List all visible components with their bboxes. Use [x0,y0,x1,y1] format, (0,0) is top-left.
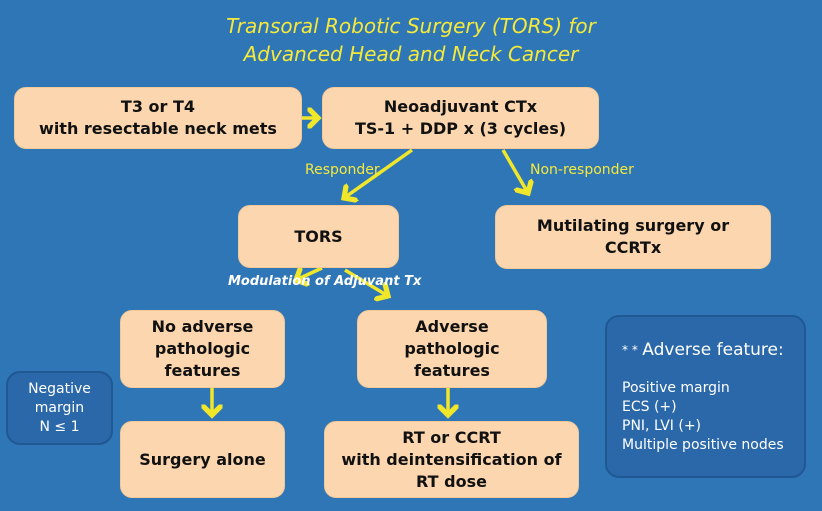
text: with resectable neck mets [39,119,277,138]
box-adverse: Adverse pathologic features [357,310,547,388]
list-item: PNI, LVI (+) [622,418,702,434]
adverse-feature-box: * * Adverse feature: Positive margin ECS… [605,315,806,478]
text: CCRTx [604,238,662,257]
text: RT or CCRT [402,427,501,447]
title-line-2: Advanced Head and Neck Cancer [243,42,579,66]
text: Mutilating surgery or [536,216,730,235]
adverse-feature-heading: Adverse feature: [642,340,784,360]
text: RT dose [416,471,487,491]
text: features [164,361,241,380]
arrow-responder [344,148,414,198]
text: Neoadjuvant CTx [383,97,538,116]
text: margin [34,399,85,416]
asterisks: * * [622,343,638,357]
list-item: ECS (+) [622,399,677,415]
arrow-non-responder [501,149,528,193]
text: Adverse [415,317,489,336]
text: pathologic [404,339,500,358]
text: N ≤ 1 [39,418,80,435]
box-no-adverse: No adverse pathologic features [120,310,285,388]
list-item: Multiple positive nodes [622,437,784,453]
text: pathologic [154,339,251,358]
box-mutilating: Mutilating surgery or CCRTx [495,205,771,269]
label-responder: Responder [305,162,380,178]
arrow-tors-to-no-adverse [296,268,323,280]
label-modulation: Modulation of Adjuvant Tx [228,274,422,289]
text: No adverse [151,317,254,336]
box-t3-t4: T3 or T4 with resectable neck mets [14,87,302,149]
box-surgery-alone: Surgery alone [120,421,285,498]
negative-margin-box: Negative margin N ≤ 1 [6,371,113,445]
text: features [414,361,490,380]
text: Negative [28,380,91,397]
text: TS-1 + DDP x (3 cycles) [354,119,567,138]
title-line-1: Transoral Robotic Surgery (TORS) for [226,14,596,38]
box-tors: TORS [238,205,399,268]
arrow-tors-to-adverse [344,268,388,296]
text: T3 or T4 [120,97,196,116]
text: with deintensification of [341,449,562,469]
list-item: Positive margin [622,380,730,396]
label-non-responder: Non-responder [530,162,634,178]
